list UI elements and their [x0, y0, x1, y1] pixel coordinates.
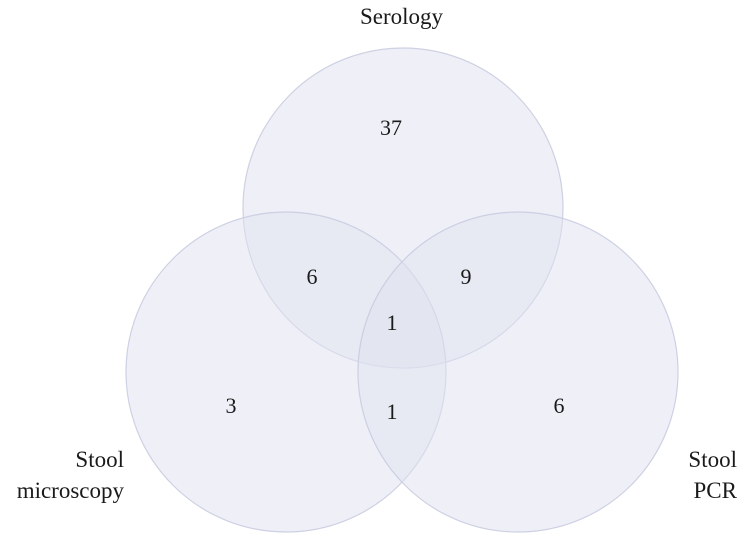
label-serology-text: Serology	[359, 4, 444, 29]
count-all-three: 1	[387, 310, 398, 335]
count-microscopy-pcr: 1	[387, 399, 398, 424]
label-stool-microscopy-line-1: Stool	[75, 447, 124, 472]
label-stool-microscopy-line-2: microscopy	[16, 478, 124, 503]
count-serology-pcr: 9	[461, 264, 472, 289]
label-stool-microscopy: Stool microscopy	[0, 444, 124, 506]
circle-stool-pcr	[357, 211, 679, 533]
count-serology-microscopy: 6	[307, 264, 318, 289]
label-stool-pcr: Stool PCR	[688, 444, 737, 506]
count-pcr-only: 6	[554, 393, 565, 418]
count-microscopy-only: 3	[226, 393, 237, 418]
count-serology-only: 37	[380, 115, 402, 140]
label-serology: Serology	[0, 1, 743, 32]
label-stool-pcr-line-1: Stool	[688, 447, 737, 472]
label-stool-pcr-line-2: PCR	[693, 478, 737, 503]
